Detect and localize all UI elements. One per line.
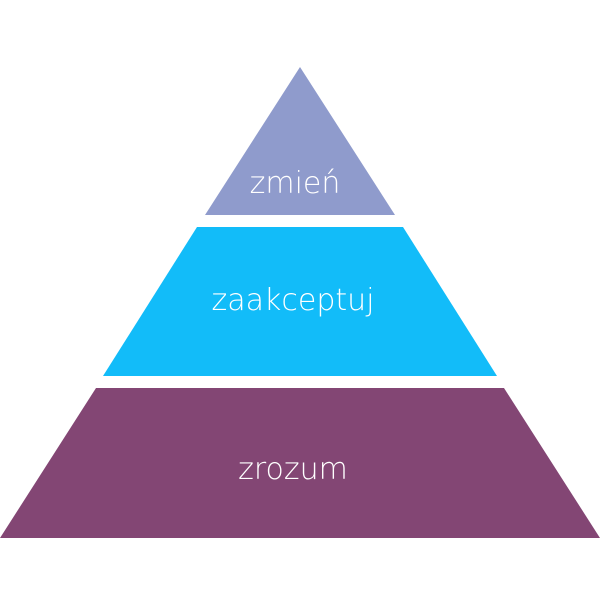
pyramid-level-bottom [0, 388, 600, 538]
pyramid-level-top-label: zmień [250, 166, 341, 201]
pyramid-level-middle [103, 227, 497, 376]
pyramid-level-bottom-label: zrozum [238, 452, 348, 487]
pyramid-level-top [205, 67, 395, 215]
pyramid-level-middle-label: zaakceptuj [212, 283, 375, 318]
